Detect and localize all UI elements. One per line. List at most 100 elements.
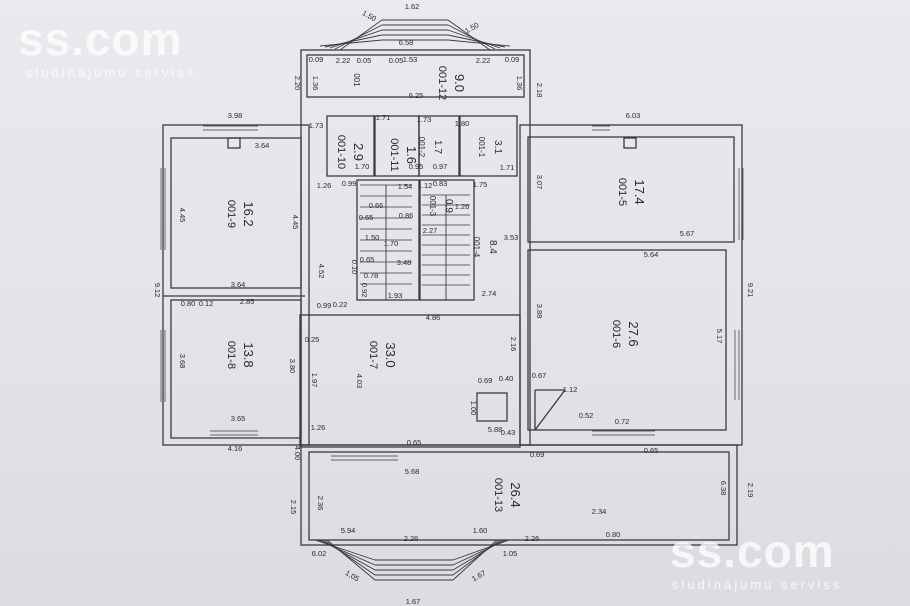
- room-area-label: 2.9: [351, 143, 366, 161]
- dimension-label: 1.50: [361, 8, 378, 23]
- dimension-label: 3.53: [504, 233, 519, 242]
- watermark-tagline-top: sludinājumu serviss: [26, 65, 197, 80]
- dimension-label: 4.45: [291, 215, 300, 230]
- dimension-label: 6.58: [399, 38, 414, 47]
- dimension-label: 0.66: [369, 201, 384, 210]
- dimension-label: 1.73: [309, 121, 324, 130]
- dimension-label: 0.69: [530, 450, 545, 459]
- dimension-label: 3.07: [535, 175, 544, 190]
- dimension-label: 3.65: [231, 414, 246, 423]
- room-area-label: 13.8: [241, 342, 256, 367]
- dimension-label: 0.99: [317, 301, 332, 310]
- room-area-label: 1.7: [432, 140, 443, 154]
- dimension-label: 0.99: [342, 179, 357, 188]
- dimension-label: 3.88: [535, 304, 544, 319]
- dimension-label: 1.80: [455, 119, 470, 128]
- room-area-label: 3.1: [492, 140, 503, 154]
- dimension-label: 1.05: [503, 549, 518, 558]
- dimension-label: 0.92: [360, 283, 369, 298]
- dimension-label: 6.38: [719, 481, 728, 496]
- dimension-label: 1.53: [403, 55, 418, 64]
- dimension-label: 2.19: [746, 483, 755, 498]
- dimension-label: 2.22: [336, 56, 351, 65]
- dimension-label: 1.36: [515, 76, 524, 91]
- room-area-label: 0.9: [443, 199, 454, 213]
- dimension-label: 0.10: [350, 260, 359, 275]
- dimension-label: 2.16: [509, 337, 518, 352]
- dimension-label: 0.80: [181, 299, 196, 308]
- dimension-label: 3.48: [397, 258, 412, 267]
- dimension-label: 4.03: [355, 374, 364, 389]
- dimension-label: 0.12: [199, 299, 214, 308]
- dimension-label: 2.22: [476, 56, 491, 65]
- dimension-label: 1.54: [398, 182, 413, 191]
- dimension-label: 0.25: [305, 335, 320, 344]
- dimension-label: 0.05: [389, 56, 404, 65]
- dimension-label: 1.50: [463, 20, 480, 35]
- dimension-label: 2.74: [482, 289, 497, 298]
- dimension-label: 1.12: [418, 181, 433, 190]
- dimension-label: 2.20: [293, 76, 302, 91]
- dimension-label: 0.83: [433, 179, 448, 188]
- dimension-label: 1.71: [500, 163, 515, 172]
- dimension-label: 0.09: [309, 55, 324, 64]
- dimension-label: 3.64: [255, 141, 270, 150]
- room-area-label: 8.4: [487, 240, 498, 254]
- dimension-label: 0.52: [579, 411, 594, 420]
- room-id-label: 001-2: [417, 137, 426, 158]
- dimension-label: 0.65: [644, 446, 659, 455]
- dimension-label: 1.12: [563, 385, 578, 394]
- dimension-label: 2.26: [404, 534, 419, 543]
- dimension-label: 5.88: [488, 425, 503, 434]
- dimension-label: 1.67: [406, 597, 421, 606]
- room-area-label: 26.4: [508, 482, 523, 507]
- dimension-label: 1.60: [473, 526, 488, 535]
- dimension-label: 4.52: [317, 264, 326, 279]
- dimension-label: 1.70: [355, 162, 370, 171]
- dimension-label: 4.86: [426, 313, 441, 322]
- room-id-label: 001-11: [388, 138, 400, 171]
- dimension-label: 0.43: [501, 428, 516, 437]
- room-id-label: 001-5: [616, 178, 628, 206]
- dimension-label: 1.26: [455, 202, 470, 211]
- room-area-label: 27.6: [626, 321, 641, 346]
- dimension-label: 1.75: [473, 180, 488, 189]
- dimension-label: 1.70: [384, 239, 399, 248]
- dimension-label: 4.00: [293, 446, 302, 461]
- dimension-label: 3.98: [228, 111, 243, 120]
- dimension-label: 1.97: [310, 373, 319, 388]
- dimension-label: 0.78: [364, 271, 379, 280]
- dimension-label: 1.50: [365, 233, 380, 242]
- dimension-label: 2.27: [423, 226, 438, 235]
- dimension-label: 0.65: [407, 438, 422, 447]
- dimension-label: 0.97: [433, 162, 448, 171]
- dimension-label: 5.17: [715, 329, 724, 344]
- dimension-label: 3.68: [178, 354, 187, 369]
- room-id-label: 001-3: [428, 196, 437, 217]
- dimension-label: 2.15: [289, 500, 298, 515]
- dimension-label: 0.22: [333, 300, 348, 309]
- room-id-label: 001-8: [225, 341, 237, 369]
- room-area-label: 9.0: [452, 74, 467, 92]
- dimension-label: 1.00: [469, 401, 478, 416]
- dimension-label: 4.45: [178, 208, 187, 223]
- watermark-tagline-bottom: sludinājumu serviss: [672, 577, 843, 592]
- room-area-label: 33.0: [383, 342, 398, 367]
- dimension-label: 6.02: [312, 549, 327, 558]
- dimension-label: 0.09: [505, 55, 520, 64]
- room-id-label: 001-4: [472, 237, 481, 258]
- dimension-label: 5.67: [680, 229, 695, 238]
- dimension-label: 1.93: [388, 291, 403, 300]
- dimension-label: 6.25: [409, 91, 424, 100]
- room-id-label: 001-9: [225, 200, 237, 228]
- dimension-label: 0.65: [359, 213, 374, 222]
- dimension-label: 1.67: [470, 568, 487, 583]
- room-id-label: 001-10: [335, 135, 347, 169]
- dimension-label: 0.86: [399, 211, 414, 220]
- room-id-label: 001: [352, 73, 361, 87]
- room-id-label: 001-1: [477, 137, 486, 158]
- dimension-label: 2.26: [525, 534, 540, 543]
- dimension-label: 1.26: [317, 181, 332, 190]
